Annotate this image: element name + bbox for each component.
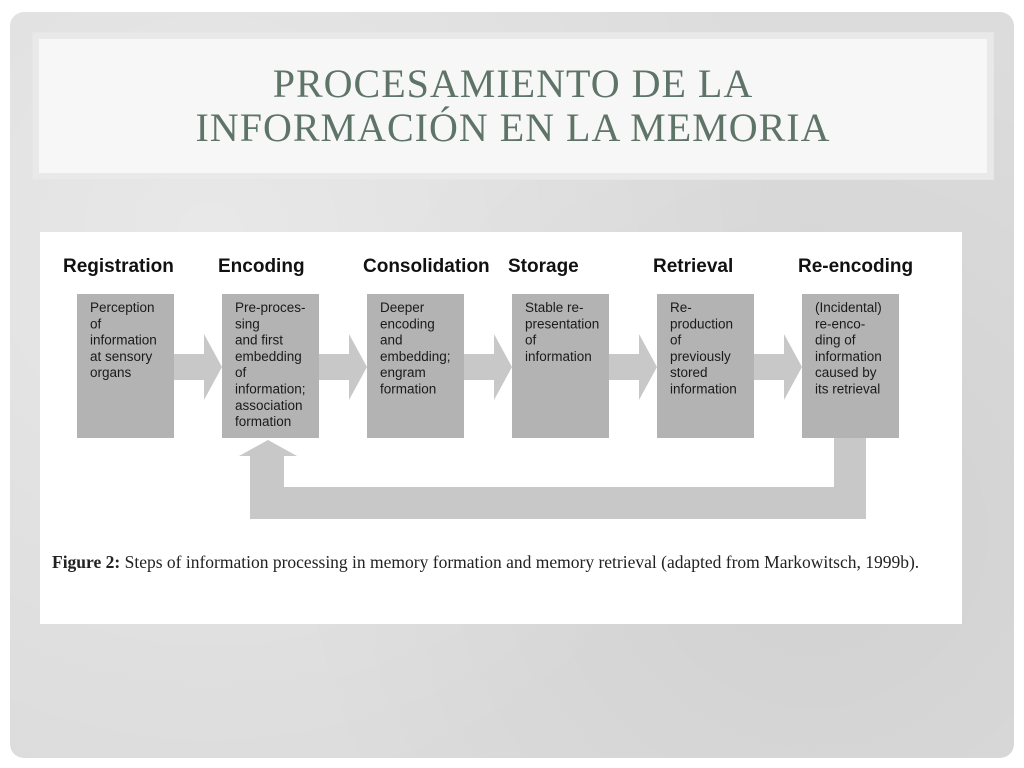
step-5-line-1: Re- bbox=[670, 300, 692, 315]
step-2-line-5: of bbox=[235, 365, 247, 380]
step-3-line-3: and bbox=[380, 333, 403, 348]
title-box: PROCESAMIENTO DE LA INFORMACIÓN EN LA ME… bbox=[32, 32, 994, 180]
step-1-line-3: information bbox=[90, 333, 157, 348]
step-3-line-1: Deeper bbox=[380, 300, 425, 315]
arrow-5 bbox=[752, 334, 802, 400]
step-2-line-6: information; bbox=[235, 382, 306, 397]
step-4-line-1: Stable re- bbox=[525, 300, 584, 315]
step-header-3: Consolidation bbox=[363, 256, 490, 277]
step-1-line-2: of bbox=[90, 316, 102, 331]
step-header-2: Encoding bbox=[218, 256, 305, 277]
step-2-line-3: and first bbox=[235, 333, 283, 348]
step-5-line-2: production bbox=[670, 316, 733, 331]
step-3-line-4: embedding; bbox=[380, 349, 451, 364]
step-6-line-2: re-enco- bbox=[815, 316, 865, 331]
step-1-line-4: at sensory bbox=[90, 349, 153, 364]
step-box-6 bbox=[802, 294, 899, 438]
step-header-6: Re-encoding bbox=[798, 256, 913, 277]
step-5-line-6: information bbox=[670, 382, 737, 397]
slide-title: PROCESAMIENTO DE LA INFORMACIÓN EN LA ME… bbox=[63, 62, 963, 150]
step-1-line-5: organs bbox=[90, 365, 132, 380]
step-2-line-1: Pre-proces- bbox=[235, 300, 306, 315]
caption-label: Figure 2: bbox=[52, 552, 121, 572]
step-6-line-3: ding of bbox=[815, 333, 856, 348]
step-5-line-3: of bbox=[670, 333, 682, 348]
arrow-2 bbox=[317, 334, 367, 400]
step-6-line-1: (Incidental) bbox=[815, 300, 882, 315]
step-3-line-6: formation bbox=[380, 382, 436, 397]
arrows-layer bbox=[172, 334, 866, 519]
step-3-line-5: engram bbox=[380, 365, 426, 380]
step-6-line-6: its retrieval bbox=[815, 382, 880, 397]
feedback-loop-arrow bbox=[239, 436, 866, 519]
step-box-2 bbox=[222, 294, 319, 438]
step-header-1: Registration bbox=[63, 256, 174, 277]
step-4-line-4: information bbox=[525, 349, 592, 364]
step-box-3 bbox=[367, 294, 464, 438]
step-box-4 bbox=[512, 294, 609, 438]
title-line-2: INFORMACIÓN EN LA MEMORIA bbox=[195, 105, 831, 150]
step-box-5 bbox=[657, 294, 754, 438]
step-6-line-5: caused by bbox=[815, 365, 877, 380]
step-5-line-4: previously bbox=[670, 349, 731, 364]
figure-caption: Figure 2: Steps of information processin… bbox=[52, 544, 932, 580]
step-box-1 bbox=[77, 294, 174, 438]
step-4-line-2: presentation bbox=[525, 316, 599, 331]
step-2-line-7: association bbox=[235, 398, 303, 413]
step-5-line-5: stored bbox=[670, 365, 708, 380]
step-1-line-1: Perception bbox=[90, 300, 155, 315]
step-header-5: Retrieval bbox=[653, 256, 733, 277]
arrow-1 bbox=[172, 334, 222, 400]
caption-text: Steps of information processing in memor… bbox=[124, 552, 920, 572]
arrow-3 bbox=[462, 334, 512, 400]
step-2-line-4: embedding bbox=[235, 349, 302, 364]
step-6-line-4: information bbox=[815, 349, 882, 364]
step-2-line-8: formation bbox=[235, 414, 291, 429]
step-2-line-2: sing bbox=[235, 316, 260, 331]
step-4-line-3: of bbox=[525, 333, 537, 348]
step-header-4: Storage bbox=[508, 256, 579, 277]
title-line-1: PROCESAMIENTO DE LA bbox=[272, 61, 754, 106]
arrow-4 bbox=[607, 334, 657, 400]
step-3-line-2: encoding bbox=[380, 316, 435, 331]
